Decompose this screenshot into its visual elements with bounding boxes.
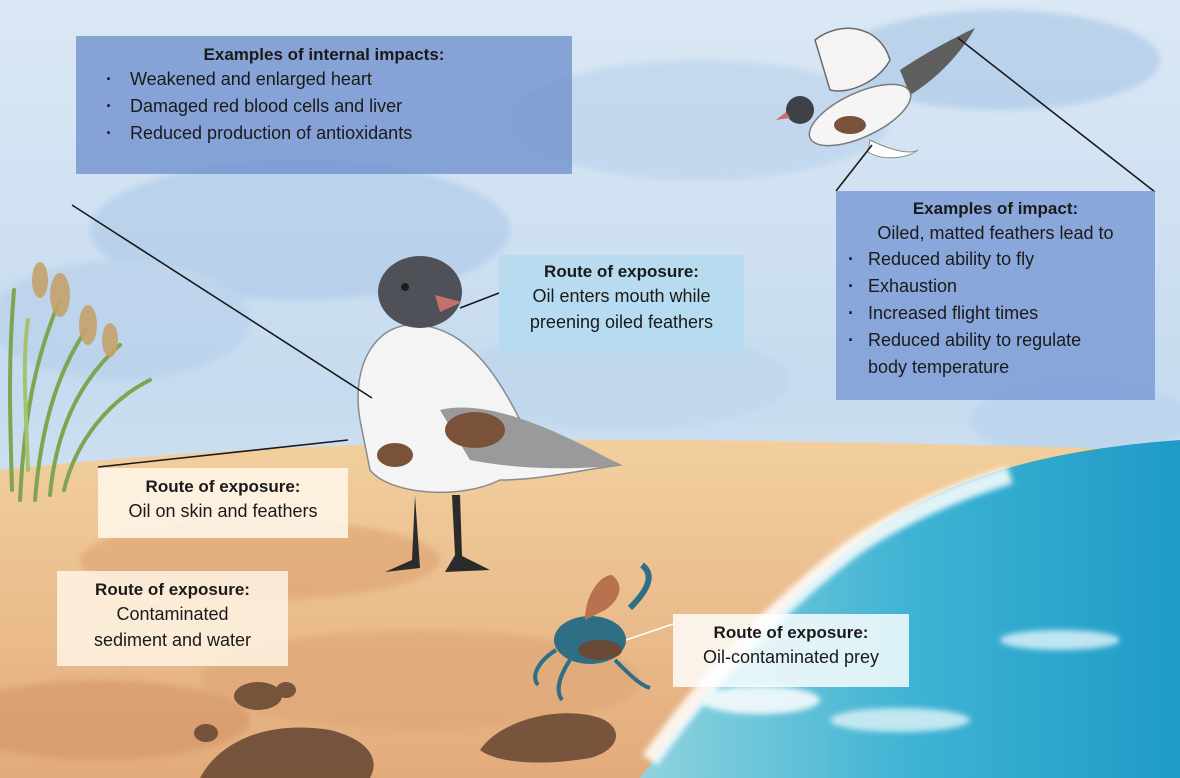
flight-impact-intro: Oiled, matted feathers lead to [842, 220, 1149, 246]
list-item: Reduced ability to regulate [842, 327, 1149, 354]
exposure-prey-callout: Route of exposure: Oil-contaminated prey [673, 614, 909, 687]
exposure-mouth-line: Oil enters mouth while [505, 283, 738, 309]
list-item-continuation: body temperature [842, 354, 1149, 381]
flight-impact-title: Examples of impact: [842, 198, 1149, 220]
list-item: Increased flight times [842, 300, 1149, 327]
exposure-sediment-line: Contaminated [63, 601, 282, 627]
flight-impact-callout: Examples of impact: Oiled, matted feathe… [836, 191, 1155, 400]
exposure-sediment-title: Route of exposure: [63, 579, 282, 601]
list-item: Weakened and enlarged heart [94, 66, 554, 93]
exposure-skin-line: Oil on skin and feathers [104, 498, 342, 524]
exposure-mouth-line: preening oiled feathers [505, 309, 738, 335]
exposure-prey-line: Oil-contaminated prey [679, 644, 903, 670]
list-item: Reduced production of antioxidants [94, 120, 554, 147]
internal-impacts-list: Weakened and enlarged heart Damaged red … [94, 66, 554, 147]
list-item: Damaged red blood cells and liver [94, 93, 554, 120]
exposure-mouth-callout: Route of exposure: Oil enters mouth whil… [499, 255, 744, 353]
exposure-skin-title: Route of exposure: [104, 476, 342, 498]
list-item: Reduced ability to fly [842, 246, 1149, 273]
internal-impacts-callout: Examples of internal impacts: Weakened a… [76, 36, 572, 174]
exposure-mouth-title: Route of exposure: [505, 261, 738, 283]
exposure-prey-title: Route of exposure: [679, 622, 903, 644]
exposure-sediment-line: sediment and water [63, 627, 282, 653]
exposure-skin-callout: Route of exposure: Oil on skin and feath… [98, 468, 348, 538]
flight-impact-list: Reduced ability to fly Exhaustion Increa… [842, 246, 1149, 381]
exposure-sediment-callout: Route of exposure: Contaminated sediment… [57, 571, 288, 666]
list-item: Exhaustion [842, 273, 1149, 300]
internal-impacts-title: Examples of internal impacts: [94, 44, 554, 66]
